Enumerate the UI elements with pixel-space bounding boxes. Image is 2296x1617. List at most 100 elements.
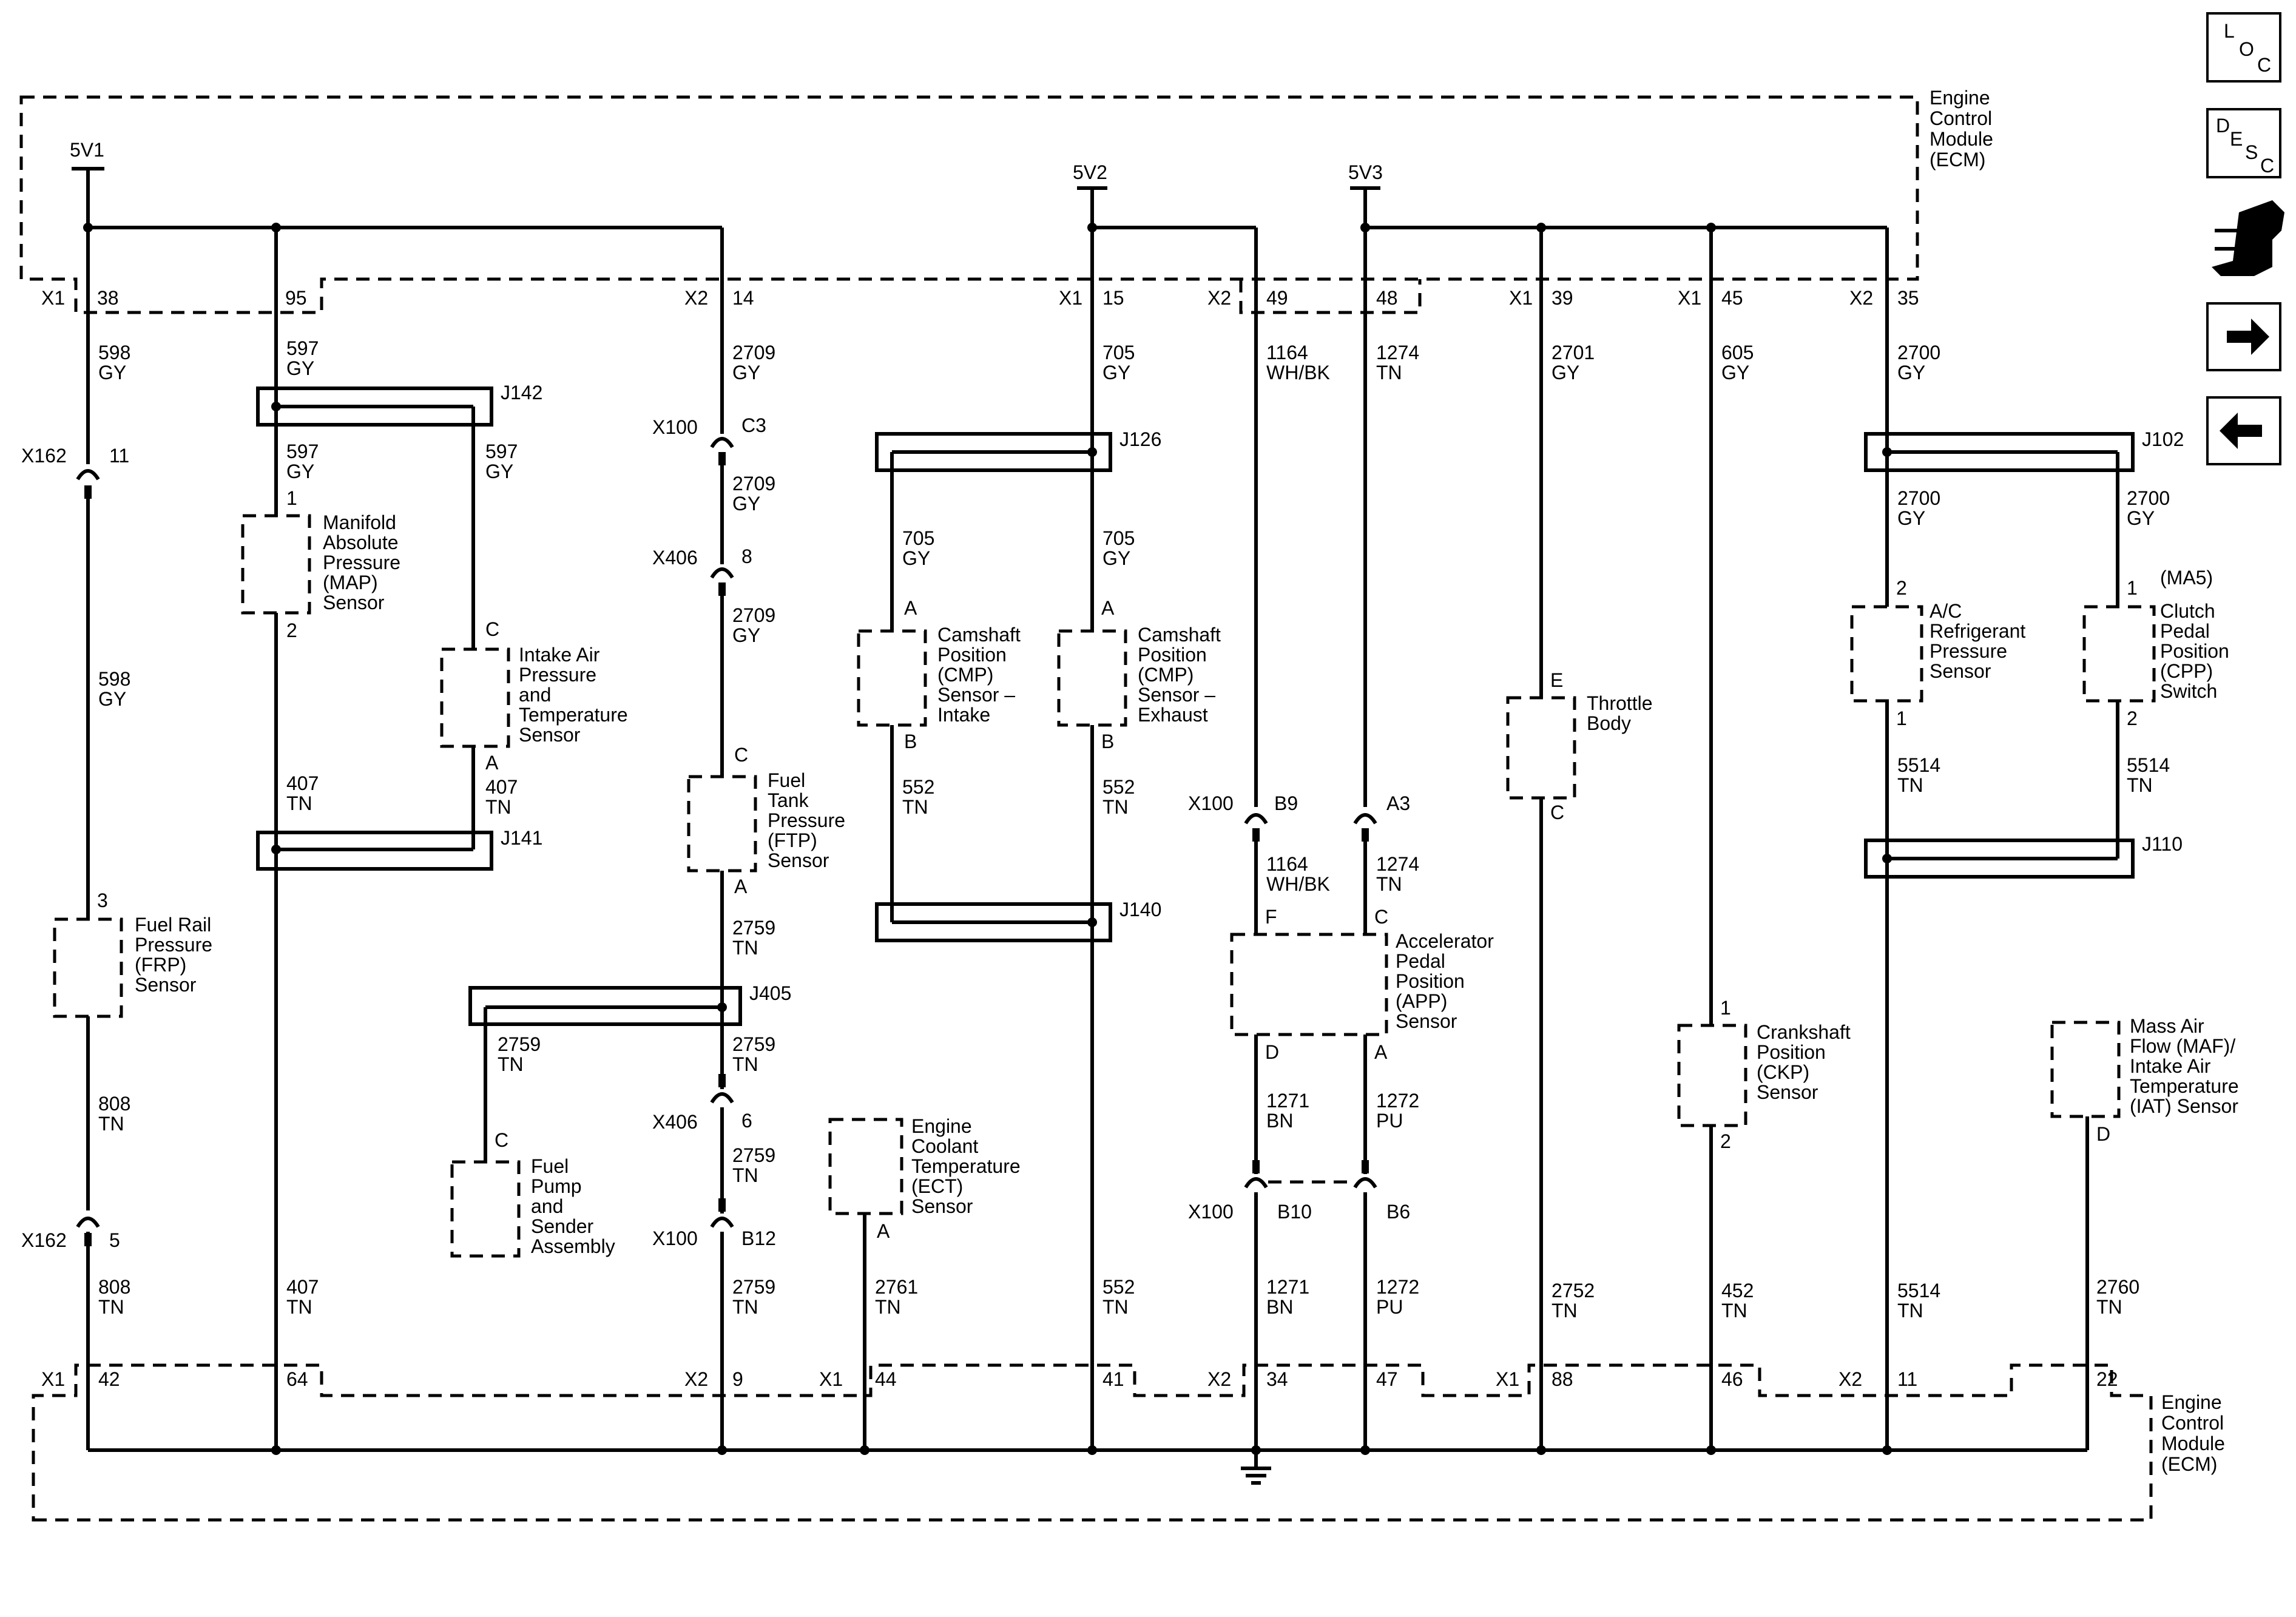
svg-text:(CMP): (CMP)	[937, 664, 993, 686]
junction-dots	[83, 223, 1892, 1455]
svg-text:49: 49	[1266, 287, 1288, 309]
svg-text:Refrigerant: Refrigerant	[1930, 620, 2025, 642]
svg-text:Pressure: Pressure	[768, 809, 845, 831]
svg-text:Coolant: Coolant	[911, 1135, 978, 1157]
svg-text:TN: TN	[98, 1296, 124, 1318]
svg-text:TN: TN	[1102, 796, 1129, 818]
forward-button[interactable]	[2206, 302, 2281, 371]
svg-text:Temperature: Temperature	[2130, 1075, 2239, 1097]
svg-text:Pressure: Pressure	[1930, 640, 2007, 662]
svg-text:GY: GY	[1897, 507, 1925, 529]
svg-text:X1: X1	[41, 1368, 65, 1390]
svg-text:BN: BN	[1266, 1110, 1293, 1132]
svg-text:Body: Body	[1587, 712, 1631, 734]
svg-text:X1: X1	[1678, 287, 1701, 309]
ecm-label-bottom: Engine Control Module (ECM)	[2161, 1391, 2225, 1475]
svg-text:5514: 5514	[2127, 754, 2170, 776]
svg-text:J126: J126	[1119, 428, 1161, 450]
svg-text:5V2: 5V2	[1073, 161, 1107, 183]
svg-text:Clutch: Clutch	[2160, 600, 2215, 622]
svg-text:X1: X1	[1059, 287, 1082, 309]
supply-5v2: 5V2	[1073, 161, 1107, 228]
svg-text:15: 15	[1102, 287, 1124, 309]
svg-text:B: B	[904, 731, 917, 752]
svg-text:Pedal: Pedal	[1396, 950, 1445, 972]
svg-text:Flow (MAF)/: Flow (MAF)/	[2130, 1035, 2235, 1057]
svg-text:X2: X2	[1849, 287, 1873, 309]
svg-text:Sensor: Sensor	[135, 974, 197, 996]
svg-text:D: D	[1265, 1041, 1279, 1063]
svg-text:GY: GY	[98, 362, 126, 383]
svg-text:TN: TN	[1376, 873, 1402, 895]
svg-text:2760: 2760	[2096, 1276, 2139, 1298]
svg-text:Engine: Engine	[2161, 1391, 2222, 1413]
splice-j140: J140	[875, 899, 1161, 942]
svg-text:X406: X406	[652, 547, 698, 569]
svg-text:552: 552	[1102, 1276, 1135, 1298]
svg-text:Temperature: Temperature	[519, 704, 628, 726]
svg-text:598: 598	[98, 668, 130, 690]
svg-text:GY: GY	[1897, 362, 1925, 383]
svg-text:Position: Position	[1138, 644, 1207, 666]
svg-text:B9: B9	[1274, 792, 1298, 814]
svg-text:2761: 2761	[875, 1276, 918, 1298]
ground-icon	[1241, 1450, 1271, 1485]
ecm-top-outline	[19, 95, 1919, 314]
svg-text:J142: J142	[501, 382, 542, 403]
svg-text:A: A	[485, 752, 499, 774]
svg-text:GY: GY	[485, 461, 513, 482]
wires	[86, 228, 2119, 1450]
svg-text:2759: 2759	[732, 1276, 775, 1298]
svg-text:(APP): (APP)	[1396, 990, 1447, 1012]
back-button[interactable]	[2206, 396, 2281, 465]
svg-text:(CKP): (CKP)	[1757, 1061, 1809, 1083]
svg-text:95: 95	[285, 287, 307, 309]
svg-text:O: O	[2239, 38, 2254, 60]
svg-text:TN: TN	[732, 1296, 758, 1318]
svg-text:TN: TN	[732, 1053, 758, 1075]
svg-text:705: 705	[902, 527, 934, 549]
svg-text:452: 452	[1721, 1280, 1754, 1301]
svg-text:2: 2	[1896, 577, 1907, 599]
connector-wrench-icon[interactable]	[2212, 200, 2284, 276]
svg-text:C: C	[485, 618, 499, 640]
svg-text:X162: X162	[21, 445, 67, 467]
loc-button[interactable]: L O C	[2206, 12, 2281, 83]
svg-text:Fuel: Fuel	[531, 1155, 569, 1177]
svg-text:Camshaft: Camshaft	[1138, 624, 1221, 646]
svg-text:8: 8	[741, 545, 752, 567]
svg-text:2: 2	[286, 619, 297, 641]
svg-text:Throttle: Throttle	[1587, 692, 1652, 714]
svg-text:64: 64	[286, 1368, 308, 1390]
svg-text:407: 407	[286, 1276, 319, 1298]
svg-text:1164: 1164	[1266, 853, 1308, 875]
svg-text:Position: Position	[1396, 970, 1465, 992]
svg-text:42: 42	[98, 1368, 120, 1390]
svg-text:TN: TN	[732, 1164, 758, 1186]
svg-text:TN: TN	[498, 1053, 524, 1075]
svg-text:88: 88	[1551, 1368, 1573, 1390]
splice-j405: J405	[468, 982, 791, 1026]
svg-text:2700: 2700	[1897, 487, 1940, 509]
desc-button[interactable]: D E S C	[2206, 108, 2281, 178]
svg-text:PU: PU	[1376, 1296, 1403, 1318]
svg-text:552: 552	[1102, 776, 1135, 798]
svg-text:C: C	[1550, 802, 1564, 823]
svg-text:Intake Air: Intake Air	[519, 644, 600, 666]
svg-text:Sender: Sender	[531, 1215, 594, 1237]
svg-text:GY: GY	[98, 688, 126, 710]
svg-text:Sensor: Sensor	[1930, 660, 1991, 682]
svg-text:5514: 5514	[1897, 1280, 1940, 1301]
svg-text:2: 2	[2127, 707, 2138, 729]
svg-text:and: and	[519, 684, 551, 706]
svg-text:Tank: Tank	[768, 789, 809, 811]
svg-text:X406: X406	[652, 1111, 698, 1133]
svg-text:Position: Position	[937, 644, 1007, 666]
